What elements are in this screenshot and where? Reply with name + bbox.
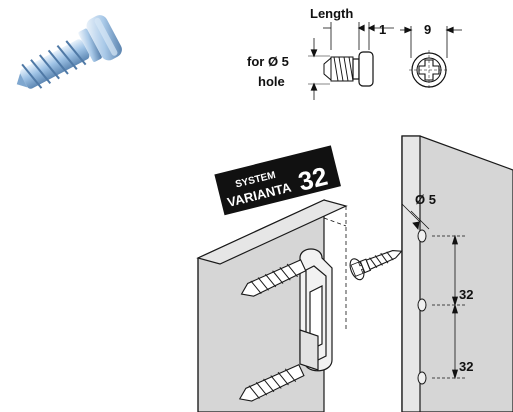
hole-label: hole [258,74,285,89]
mounting-fitting [299,248,333,372]
spacing-dimension [432,234,466,380]
offset-label: 1 [379,22,386,37]
panel-edge-guide [323,206,347,330]
door-panel [196,199,348,412]
euro-screw-installed [349,249,403,281]
hole-diameter-indicator [401,203,430,230]
system-holes [417,229,427,385]
spacing-top-label: 32 [459,287,473,302]
cabinet-side-panel [401,135,513,412]
head-diameter-label: 9 [424,22,431,37]
wood-screw-lower [238,364,305,402]
wood-screw-upper [240,259,307,297]
hole-diameter-label: for Ø 5 [247,54,289,69]
hole-diameter-callout: Ø 5 [415,192,436,207]
badge-number: 32 [295,161,330,197]
screw-photo [16,15,122,89]
spacing-bottom-label: 32 [459,359,473,374]
length-label: Length [310,6,353,21]
spec-drawing [308,22,462,100]
